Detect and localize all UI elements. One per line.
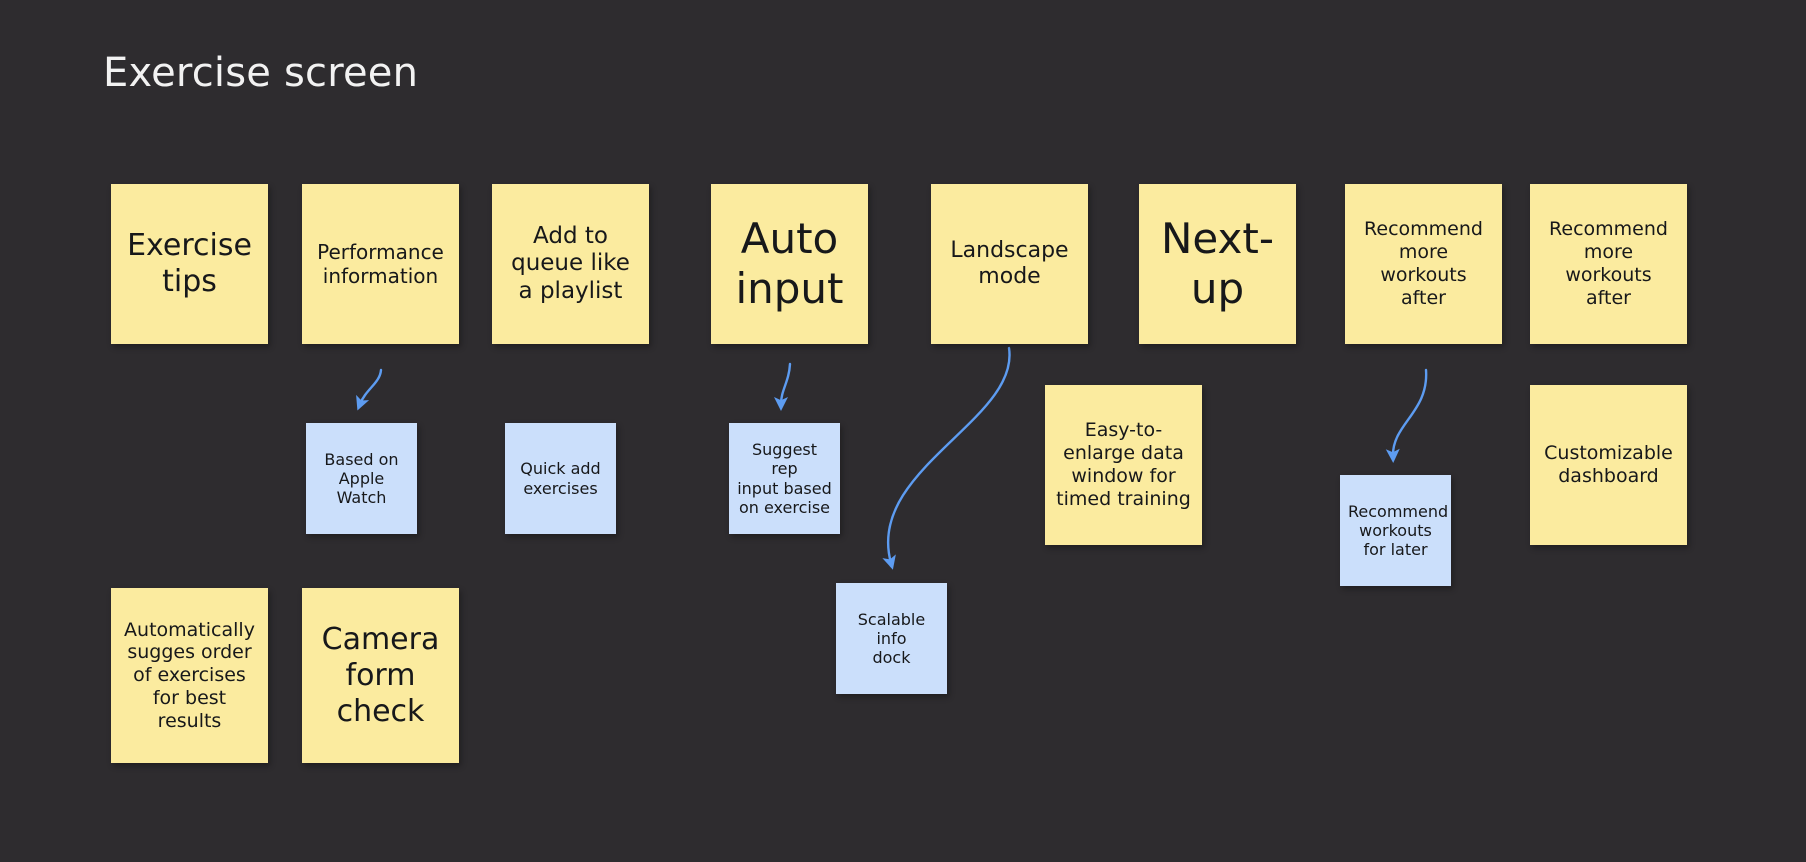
- sticky-note-text: Easy-to- enlarge data window for timed t…: [1056, 419, 1191, 510]
- sticky-note-text: Suggest rep input based on exercise: [737, 440, 832, 517]
- page-title: Exercise screen: [103, 50, 419, 96]
- sticky-note-text: Add to queue like a playlist: [511, 222, 630, 304]
- sticky-note-text: Automatically sugges order of exercises …: [124, 618, 255, 732]
- sticky-note-text: Customizable dashboard: [1544, 442, 1673, 487]
- sticky-note-performance-information[interactable]: Performance information: [302, 184, 459, 344]
- sticky-note-auto-input[interactable]: Auto input: [711, 184, 868, 344]
- sticky-note-customizable-dashboard[interactable]: Customizable dashboard: [1530, 385, 1687, 545]
- sticky-note-suggest-rep-input[interactable]: Suggest rep input based on exercise: [729, 423, 840, 534]
- connector-arrow-recommend-to-forlater: [1385, 368, 1428, 463]
- sticky-note-recommend-more-after-2[interactable]: Recommend more workouts after: [1530, 184, 1687, 344]
- sticky-note-text: Recommend more workouts after: [1549, 218, 1668, 309]
- sticky-note-recommend-more-after-1[interactable]: Recommend more workouts after: [1345, 184, 1502, 344]
- sticky-note-recommend-for-later[interactable]: Recommend workouts for later: [1340, 475, 1451, 586]
- sticky-note-text: Exercise tips: [127, 228, 252, 299]
- sticky-note-scalable-info-dock[interactable]: Scalable info dock: [836, 583, 947, 694]
- sticky-note-next-up[interactable]: Next- up: [1139, 184, 1296, 344]
- sticky-note-text: Camera form check: [321, 621, 440, 729]
- sticky-note-based-on-apple-watch[interactable]: Based on Apple Watch: [306, 423, 417, 534]
- sticky-note-text: Quick add exercises: [520, 459, 601, 498]
- sticky-note-text: Performance information: [317, 240, 444, 288]
- sticky-note-landscape-mode[interactable]: Landscape mode: [931, 184, 1088, 344]
- connector-arrow-performance-to-applewatch: [356, 368, 383, 411]
- sticky-note-text: Recommend workouts for later: [1348, 501, 1449, 560]
- sticky-note-text: Next- up: [1161, 213, 1274, 313]
- sticky-note-text: Scalable info dock: [857, 609, 926, 668]
- sticky-note-text: Landscape mode: [950, 237, 1069, 289]
- sticky-note-easy-to-enlarge-data[interactable]: Easy-to- enlarge data window for timed t…: [1045, 385, 1202, 545]
- connector-arrow-autoinput-to-suggestrep: [774, 362, 792, 411]
- sticky-note-text: Recommend more workouts after: [1364, 218, 1483, 309]
- sticky-note-text: Auto input: [735, 213, 844, 313]
- connector-arrow-landscape-to-infodock: [882, 346, 1011, 570]
- sticky-note-exercise-tips[interactable]: Exercise tips: [111, 184, 268, 344]
- sticky-note-automatically-sugges-order[interactable]: Automatically sugges order of exercises …: [111, 588, 268, 763]
- sticky-note-add-to-queue-playlist[interactable]: Add to queue like a playlist: [492, 184, 649, 344]
- sticky-note-quick-add-exercises[interactable]: Quick add exercises: [505, 423, 616, 534]
- sticky-note-text: Based on Apple Watch: [324, 449, 399, 508]
- sticky-note-camera-form-check[interactable]: Camera form check: [302, 588, 459, 763]
